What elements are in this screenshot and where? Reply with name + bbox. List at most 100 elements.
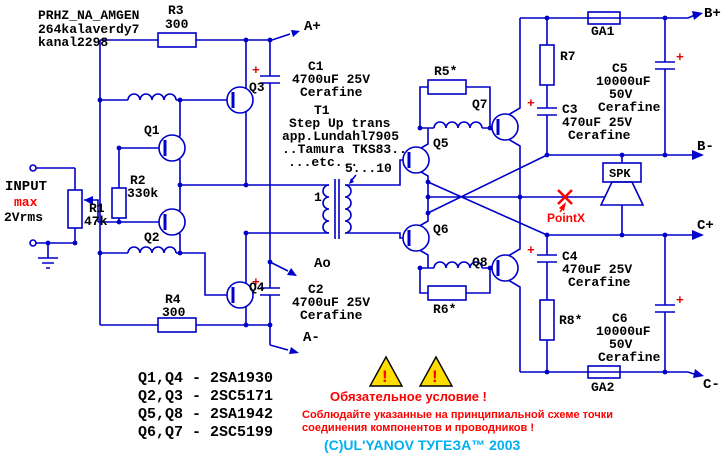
input-max-label: max: [14, 195, 38, 210]
label-t1: T1: [314, 103, 330, 118]
label-c4-value: 470uF 25V: [562, 262, 632, 277]
misc-labels: GA1 GA2 SPK PointX: [547, 24, 631, 395]
transistor-labels: Q1 Q2 Q3 Q4 Q5 Q6 Q7 Q8: [144, 80, 488, 295]
c3-polarity: +: [527, 96, 535, 111]
t1-desc-line: app.Lundahl7905: [282, 129, 399, 144]
label-c6: C6: [612, 311, 628, 326]
parts-list-line: Q6,Q7 - 2SC5199: [138, 424, 273, 441]
label-r6: R6*: [433, 302, 456, 317]
parts-list-line: Q2,Q3 - 2SC5171: [138, 388, 273, 405]
b-plus-arrow: [692, 11, 703, 20]
label-c1-brand: Cerafine: [300, 85, 363, 100]
label-ga1: GA1: [591, 24, 615, 39]
resistor-r6: [427, 285, 467, 301]
header-block: PRHZ_NA_AMGEN 264kalaverdy7 kanal2298: [38, 8, 139, 50]
warning-line: соединения компонентов и проводников !: [302, 422, 534, 434]
a-plus-arrow: [291, 30, 300, 37]
t1-desc-line: Step Up trans: [289, 116, 391, 131]
label-q3: Q3: [249, 80, 265, 95]
t1-primary-turns: 1: [314, 190, 322, 205]
pointx-cross: [557, 189, 573, 205]
c1-polarity: +: [252, 63, 260, 78]
inductor-left-bottom: [127, 246, 177, 254]
parts-list-line: Q1,Q4 - 2SA1930: [138, 370, 273, 387]
label-ga2: GA2: [591, 380, 615, 395]
input-level-label: 2Vrms: [4, 210, 43, 225]
terminal-b-plus: B+: [704, 6, 721, 22]
label-c3-value: 470uF 25V: [562, 115, 632, 130]
warning-triangles: ! !: [368, 355, 454, 387]
warning-exclamation: !: [382, 367, 388, 386]
transistor-q5: [402, 146, 430, 174]
label-r3: R3: [168, 3, 184, 18]
label-c2-brand: Cerafine: [300, 308, 363, 323]
c2-polarity: +: [252, 275, 260, 290]
terminal-arrows: [287, 11, 704, 378]
label-q2: Q2: [144, 230, 160, 245]
c6-polarity: +: [676, 293, 684, 308]
c-minus-arrow: [693, 369, 704, 378]
turns-ratio-arrowhead: [349, 178, 354, 184]
transistor-q6: [402, 224, 430, 252]
input-terminals: [29, 164, 37, 247]
transistor-q8: [491, 254, 519, 282]
resistor-r7: [539, 44, 555, 86]
parts-list: Q1,Q4 - 2SA1930 Q2,Q3 - 2SC5171 Q5,Q8 - …: [138, 370, 273, 441]
inductor-right-bottom: [433, 261, 483, 269]
warning-text-block: Обязательное условие ! Соблюдайте указан…: [302, 389, 613, 453]
terminal-a-minus: A-: [303, 330, 320, 346]
warning-triangle-icon: [418, 355, 454, 387]
label-r4: R4: [165, 292, 181, 307]
transistor-q7: [491, 113, 519, 141]
label-c5-voltage: 50V: [609, 87, 633, 102]
label-r1: R1: [89, 201, 105, 216]
input-terminal-top: [29, 164, 37, 172]
b-minus-arrow: [692, 150, 704, 160]
label-c1: C1: [308, 59, 324, 74]
fuse-ga1: [587, 11, 621, 25]
label-r8: R8*: [559, 313, 582, 328]
resistor-r3: [157, 32, 197, 48]
t1-core: [334, 179, 340, 239]
label-c3-brand: Cerafine: [568, 128, 631, 143]
title-line: kanal2298: [38, 35, 108, 50]
input-label: INPUT: [5, 179, 47, 195]
t1-secondary-winding: [344, 184, 352, 234]
resistor-r4: [157, 317, 197, 333]
resistor-r5: [427, 79, 467, 95]
terminal-c-plus: C+: [697, 218, 714, 234]
capacitor-labels: + C1 4700uF 25V Cerafine + C2 4700uF 25V…: [252, 50, 684, 365]
inductor-left-top: [127, 93, 177, 101]
label-pointx: PointX: [547, 211, 585, 225]
ao-arrow: [287, 268, 297, 276]
label-c3: C3: [562, 102, 578, 117]
label-c1-value: 4700uF 25V: [292, 72, 370, 87]
wiper-arrowhead: [84, 196, 93, 205]
warning-exclamation: !: [432, 367, 438, 386]
terminal-labels: A+ Ao A- B+ B- C+ C-: [303, 6, 721, 393]
label-r7: R7: [560, 49, 576, 64]
terminal-ao: Ao: [314, 256, 331, 272]
label-c2: C2: [308, 282, 324, 297]
label-q8: Q8: [472, 255, 488, 270]
label-r5: R5*: [434, 64, 457, 79]
label-c6-voltage: 50V: [609, 337, 633, 352]
transformer-labels: T1 Step Up trans app.Lundahl7905 ..Tamur…: [282, 103, 407, 205]
label-c6-value: 10000uF: [596, 324, 651, 339]
label-q6: Q6: [433, 222, 449, 237]
input-terminal-bottom: [29, 239, 37, 247]
inductor-right-top: [433, 121, 483, 129]
t1-desc-line: ..Tamura TKS83..: [282, 142, 407, 157]
parts-list-line: Q5,Q8 - 2SA1942: [138, 406, 273, 423]
terminal-b-minus: B-: [697, 139, 714, 155]
label-c4: C4: [562, 249, 578, 264]
resistor-r2: [111, 187, 127, 219]
label-c5: C5: [612, 61, 628, 76]
c4-polarity: +: [527, 243, 535, 258]
transistor-q1: [158, 134, 186, 162]
label-c6-brand: Cerafine: [598, 350, 661, 365]
input-labels: INPUT max 2Vrms: [4, 179, 47, 225]
transistor-q3: [226, 86, 254, 114]
label-r3-value: 300: [165, 17, 189, 32]
